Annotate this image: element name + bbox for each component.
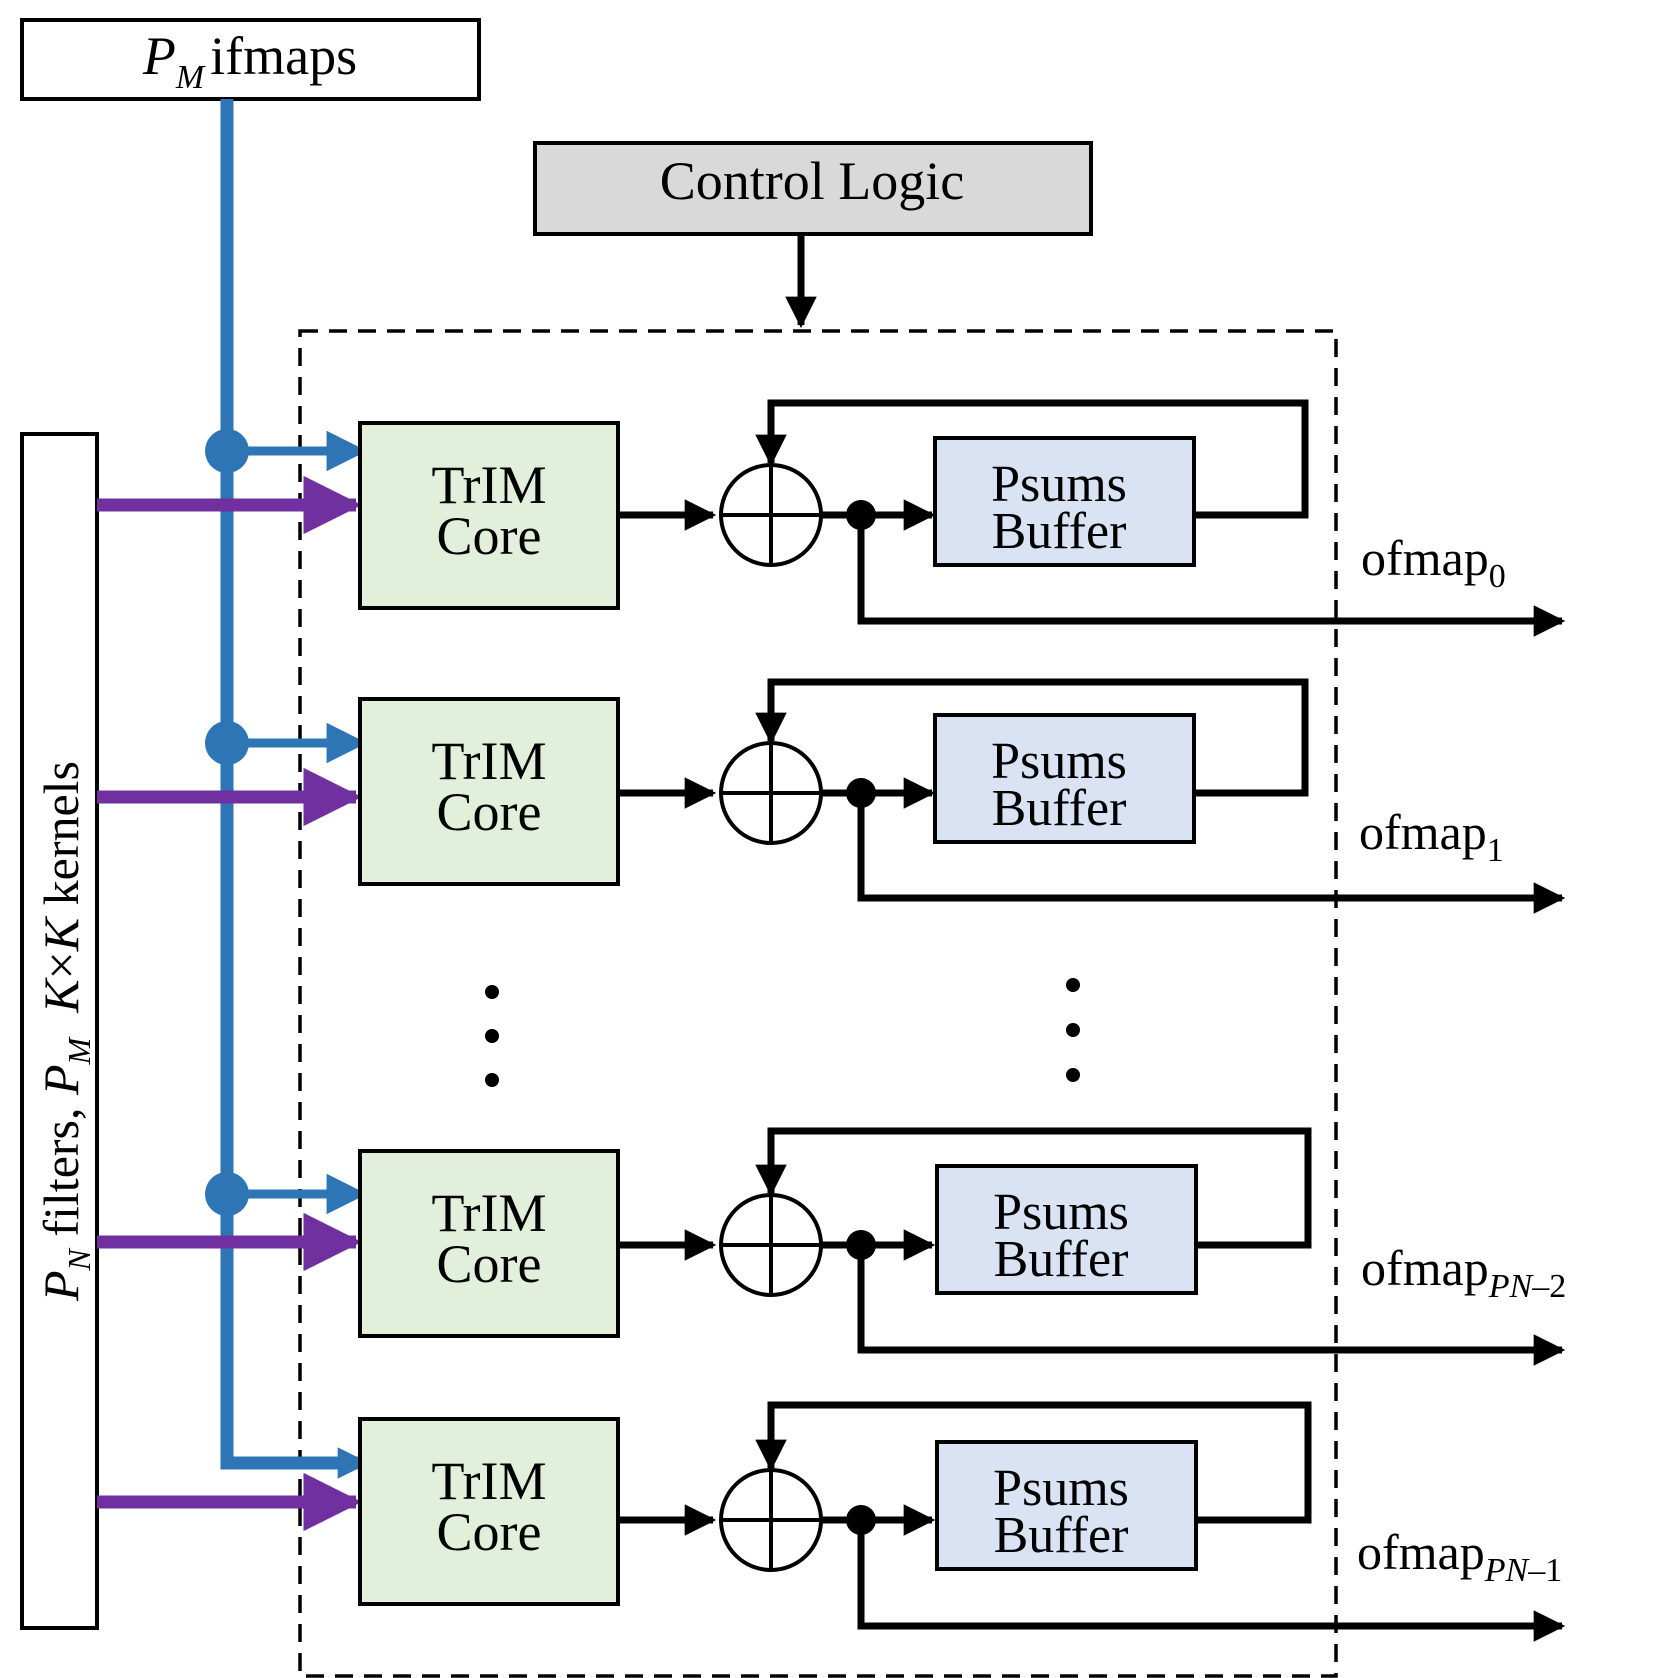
ellipsis-cores <box>485 985 499 1087</box>
psums-buffer-0 <box>933 436 1196 567</box>
feedback-loop-1 <box>755 678 1309 797</box>
feedback-loop-0 <box>755 399 1309 519</box>
ifmap-bus <box>220 99 363 1470</box>
ofmap-label-3: ofmapPN–1 <box>1357 1524 1562 1589</box>
trim-core-2 <box>358 1149 620 1338</box>
processing-array-boundary <box>298 329 1338 1678</box>
ifmap-junction-1 <box>205 721 249 765</box>
ofmap-output-2 <box>857 1245 1566 1366</box>
feedback-loop-2 <box>755 1127 1312 1249</box>
filters-label: PN filters, PM K×K kernels <box>33 761 97 1302</box>
trim-core-1 <box>358 697 620 886</box>
trim-core-3 <box>358 1417 620 1606</box>
control-logic-label: Control Logic <box>660 151 964 211</box>
ofmap-label-2: ofmapPN–2 <box>1361 1240 1566 1305</box>
psums-buffer-2 <box>935 1164 1198 1295</box>
control-logic-box: Control Logic <box>533 141 1093 236</box>
ifmap-junction-2 <box>205 1172 249 1216</box>
ofmap-label-0: ofmap0 <box>1361 530 1506 595</box>
ifmap-junction-0 <box>205 429 249 473</box>
psums-buffer-3 <box>935 1440 1198 1571</box>
ofmap-output-3 <box>857 1520 1566 1642</box>
ellipsis-buffers <box>1066 978 1080 1082</box>
trim-core-0 <box>358 421 620 610</box>
ofmap-output-0 <box>857 515 1566 637</box>
psums-buffer-1 <box>933 713 1196 844</box>
ofmap-label-1: ofmap1 <box>1359 804 1504 869</box>
filters-box: PN filters, PM K×K kernels <box>20 432 99 1630</box>
feedback-loop-3 <box>755 1401 1312 1524</box>
ofmap-output-1 <box>857 793 1566 914</box>
